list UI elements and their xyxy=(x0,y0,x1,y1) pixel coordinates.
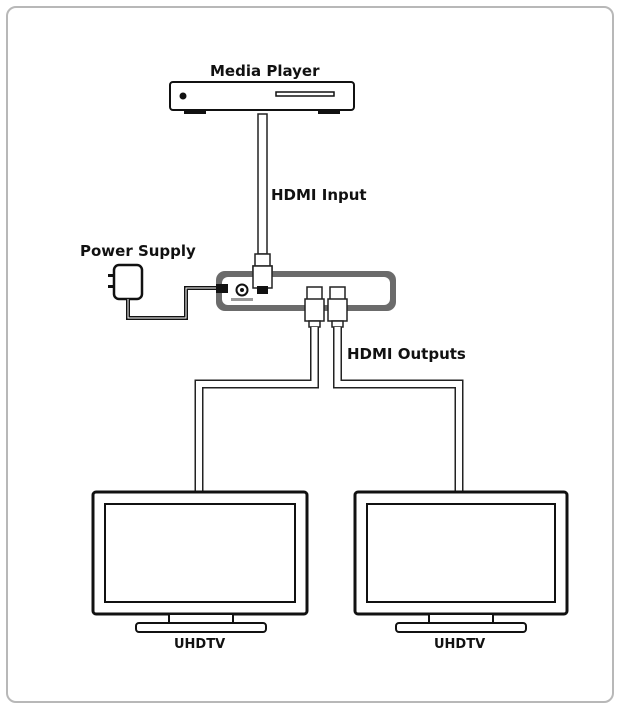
media-player-label: Media Player xyxy=(210,62,320,80)
tv-monitor-right xyxy=(353,490,569,633)
power-supply-label: Power Supply xyxy=(80,242,196,260)
power-adapter xyxy=(108,263,228,320)
tv-right-label: UHDTV xyxy=(434,637,486,652)
tv-monitor-left xyxy=(91,490,309,633)
hdmi-connector xyxy=(252,265,273,294)
hdmi-output-cables xyxy=(194,286,464,492)
hdmi-input-label: HDMI Input xyxy=(271,186,367,204)
media-player-device xyxy=(169,81,355,114)
hdmi-outputs-label: HDMI Outputs xyxy=(347,345,466,363)
tv-left-label: UHDTV xyxy=(174,637,226,652)
